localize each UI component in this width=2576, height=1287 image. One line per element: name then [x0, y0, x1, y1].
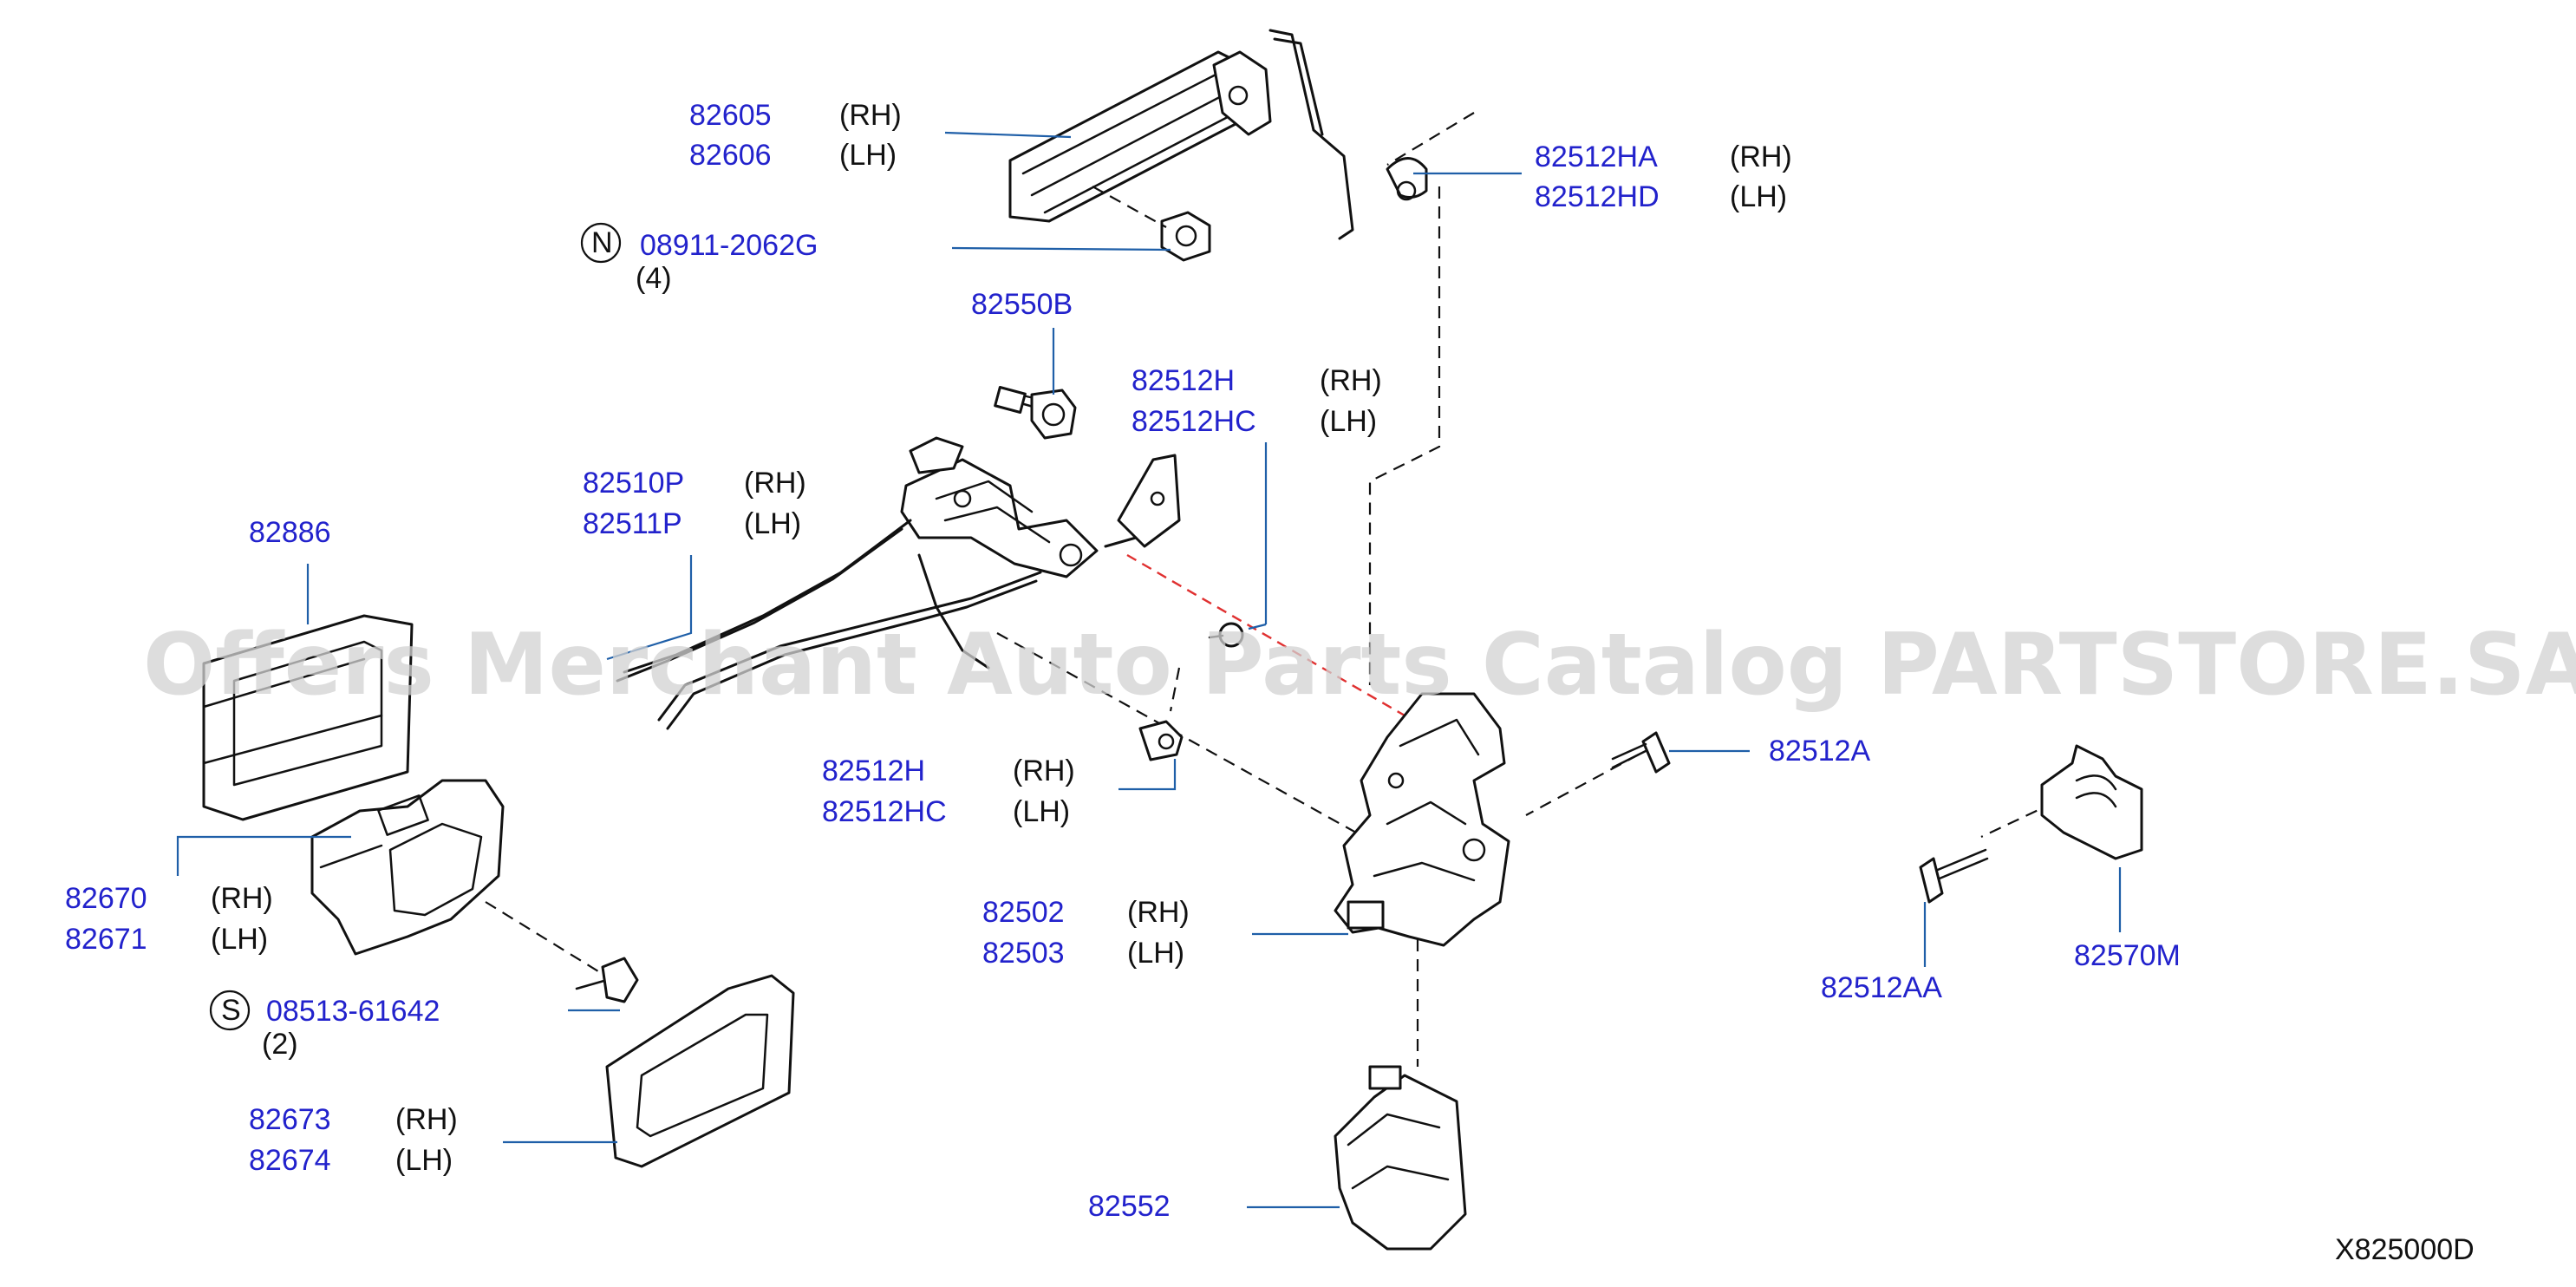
screw-82512aa[interactable]	[1919, 848, 1989, 904]
handle-escutcheon-box[interactable]	[202, 614, 414, 821]
leader-lines	[176, 131, 2122, 1209]
marker-n-circle	[580, 222, 622, 264]
part-number-82512ha[interactable]: 82512HA	[1535, 140, 1658, 173]
part-number-82886[interactable]: 82886	[249, 516, 331, 549]
lock-rods	[616, 519, 1138, 730]
outside-door-handle[interactable]	[1008, 50, 1272, 223]
side-rh: (RH)	[744, 467, 806, 500]
side-lh: (LH)	[839, 139, 897, 172]
part-number-82512hd[interactable]: 82512HD	[1535, 180, 1660, 213]
side-lh: (LH)	[1127, 937, 1184, 970]
part-labels: 82605 (RH) 82606 (LH) N 08911-2062G (4) …	[65, 99, 2475, 1266]
marker-s-circle	[209, 990, 251, 1031]
part-number-82503[interactable]: 82503	[982, 937, 1065, 970]
marker-n: N	[591, 226, 613, 259]
door-striker[interactable]	[2040, 744, 2143, 860]
part-number-82512a[interactable]: 82512A	[1769, 735, 1871, 768]
handle-nut[interactable]	[1092, 186, 1211, 262]
part-number-82670[interactable]: 82670	[65, 882, 147, 915]
side-rh: (RH)	[1730, 140, 1792, 173]
rod-clip-82512h-upper[interactable]	[1208, 622, 1244, 648]
screw-08513[interactable]	[575, 957, 639, 1003]
part-number-08513-61642[interactable]: 08513-61642	[266, 995, 440, 1028]
part-number-82512aa[interactable]: 82512AA	[1821, 971, 1942, 1004]
inside-door-handle[interactable]	[310, 779, 505, 956]
part-number-82512h[interactable]: 82512H	[1131, 364, 1235, 397]
handle-rod	[1268, 29, 1354, 240]
part-number-82511p[interactable]: 82511P	[583, 507, 682, 540]
side-lh: (LH)	[395, 1144, 453, 1177]
part-number-82512h[interactable]: 82512H	[822, 755, 925, 787]
assembly-lines	[485, 112, 2056, 1067]
rod-clip-82512h-lower[interactable]	[1138, 720, 1184, 761]
part-number-82673[interactable]: 82673	[249, 1103, 331, 1136]
side-rh: (RH)	[395, 1103, 458, 1136]
part-number-82570m[interactable]: 82570M	[2074, 939, 2181, 972]
side-lh: (LH)	[211, 923, 268, 956]
part-number-82512hc[interactable]: 82512HC	[822, 795, 947, 828]
quantity-label: (2)	[262, 1028, 298, 1061]
side-lh: (LH)	[1320, 405, 1377, 438]
bolt-82550b[interactable]	[994, 385, 1077, 440]
inside-handle-bezel[interactable]	[605, 974, 795, 1168]
side-lh: (LH)	[1013, 795, 1070, 828]
side-rh: (RH)	[1320, 364, 1382, 397]
part-number-08911-2062g[interactable]: 08911-2062G	[640, 229, 818, 262]
part-number-82502[interactable]: 82502	[982, 896, 1065, 929]
side-rh: (RH)	[211, 882, 273, 915]
part-number-82606[interactable]: 82606	[689, 139, 772, 172]
screw-82512a[interactable]	[1611, 731, 1671, 774]
remote-control-assembly[interactable]	[900, 436, 1181, 578]
side-lh: (LH)	[744, 507, 801, 540]
door-lock-motor[interactable]	[1334, 1065, 1467, 1251]
part-number-82550b[interactable]: 82550B	[971, 288, 1073, 321]
part-number-82552[interactable]: 82552	[1088, 1190, 1171, 1223]
side-lh: (LH)	[1730, 180, 1787, 213]
quantity-label: (4)	[636, 262, 672, 295]
rod-clip-82512ha[interactable]	[1386, 157, 1428, 201]
watermark: Offers Merchant Auto Parts Catalog PARTS…	[143, 616, 2576, 715]
marker-s: S	[221, 994, 241, 1027]
side-rh: (RH)	[1127, 896, 1190, 929]
part-number-82671[interactable]: 82671	[65, 923, 147, 956]
part-number-82674[interactable]: 82674	[249, 1144, 331, 1177]
part-number-82605[interactable]: 82605	[689, 99, 772, 132]
side-rh: (RH)	[1013, 755, 1075, 787]
door-lock-actuator[interactable]	[1334, 692, 1510, 947]
diagram-code: X825000D	[2335, 1233, 2475, 1266]
side-rh: (RH)	[839, 99, 902, 132]
part-number-82512hc[interactable]: 82512HC	[1131, 405, 1256, 438]
part-number-82510p[interactable]: 82510P	[583, 467, 684, 500]
